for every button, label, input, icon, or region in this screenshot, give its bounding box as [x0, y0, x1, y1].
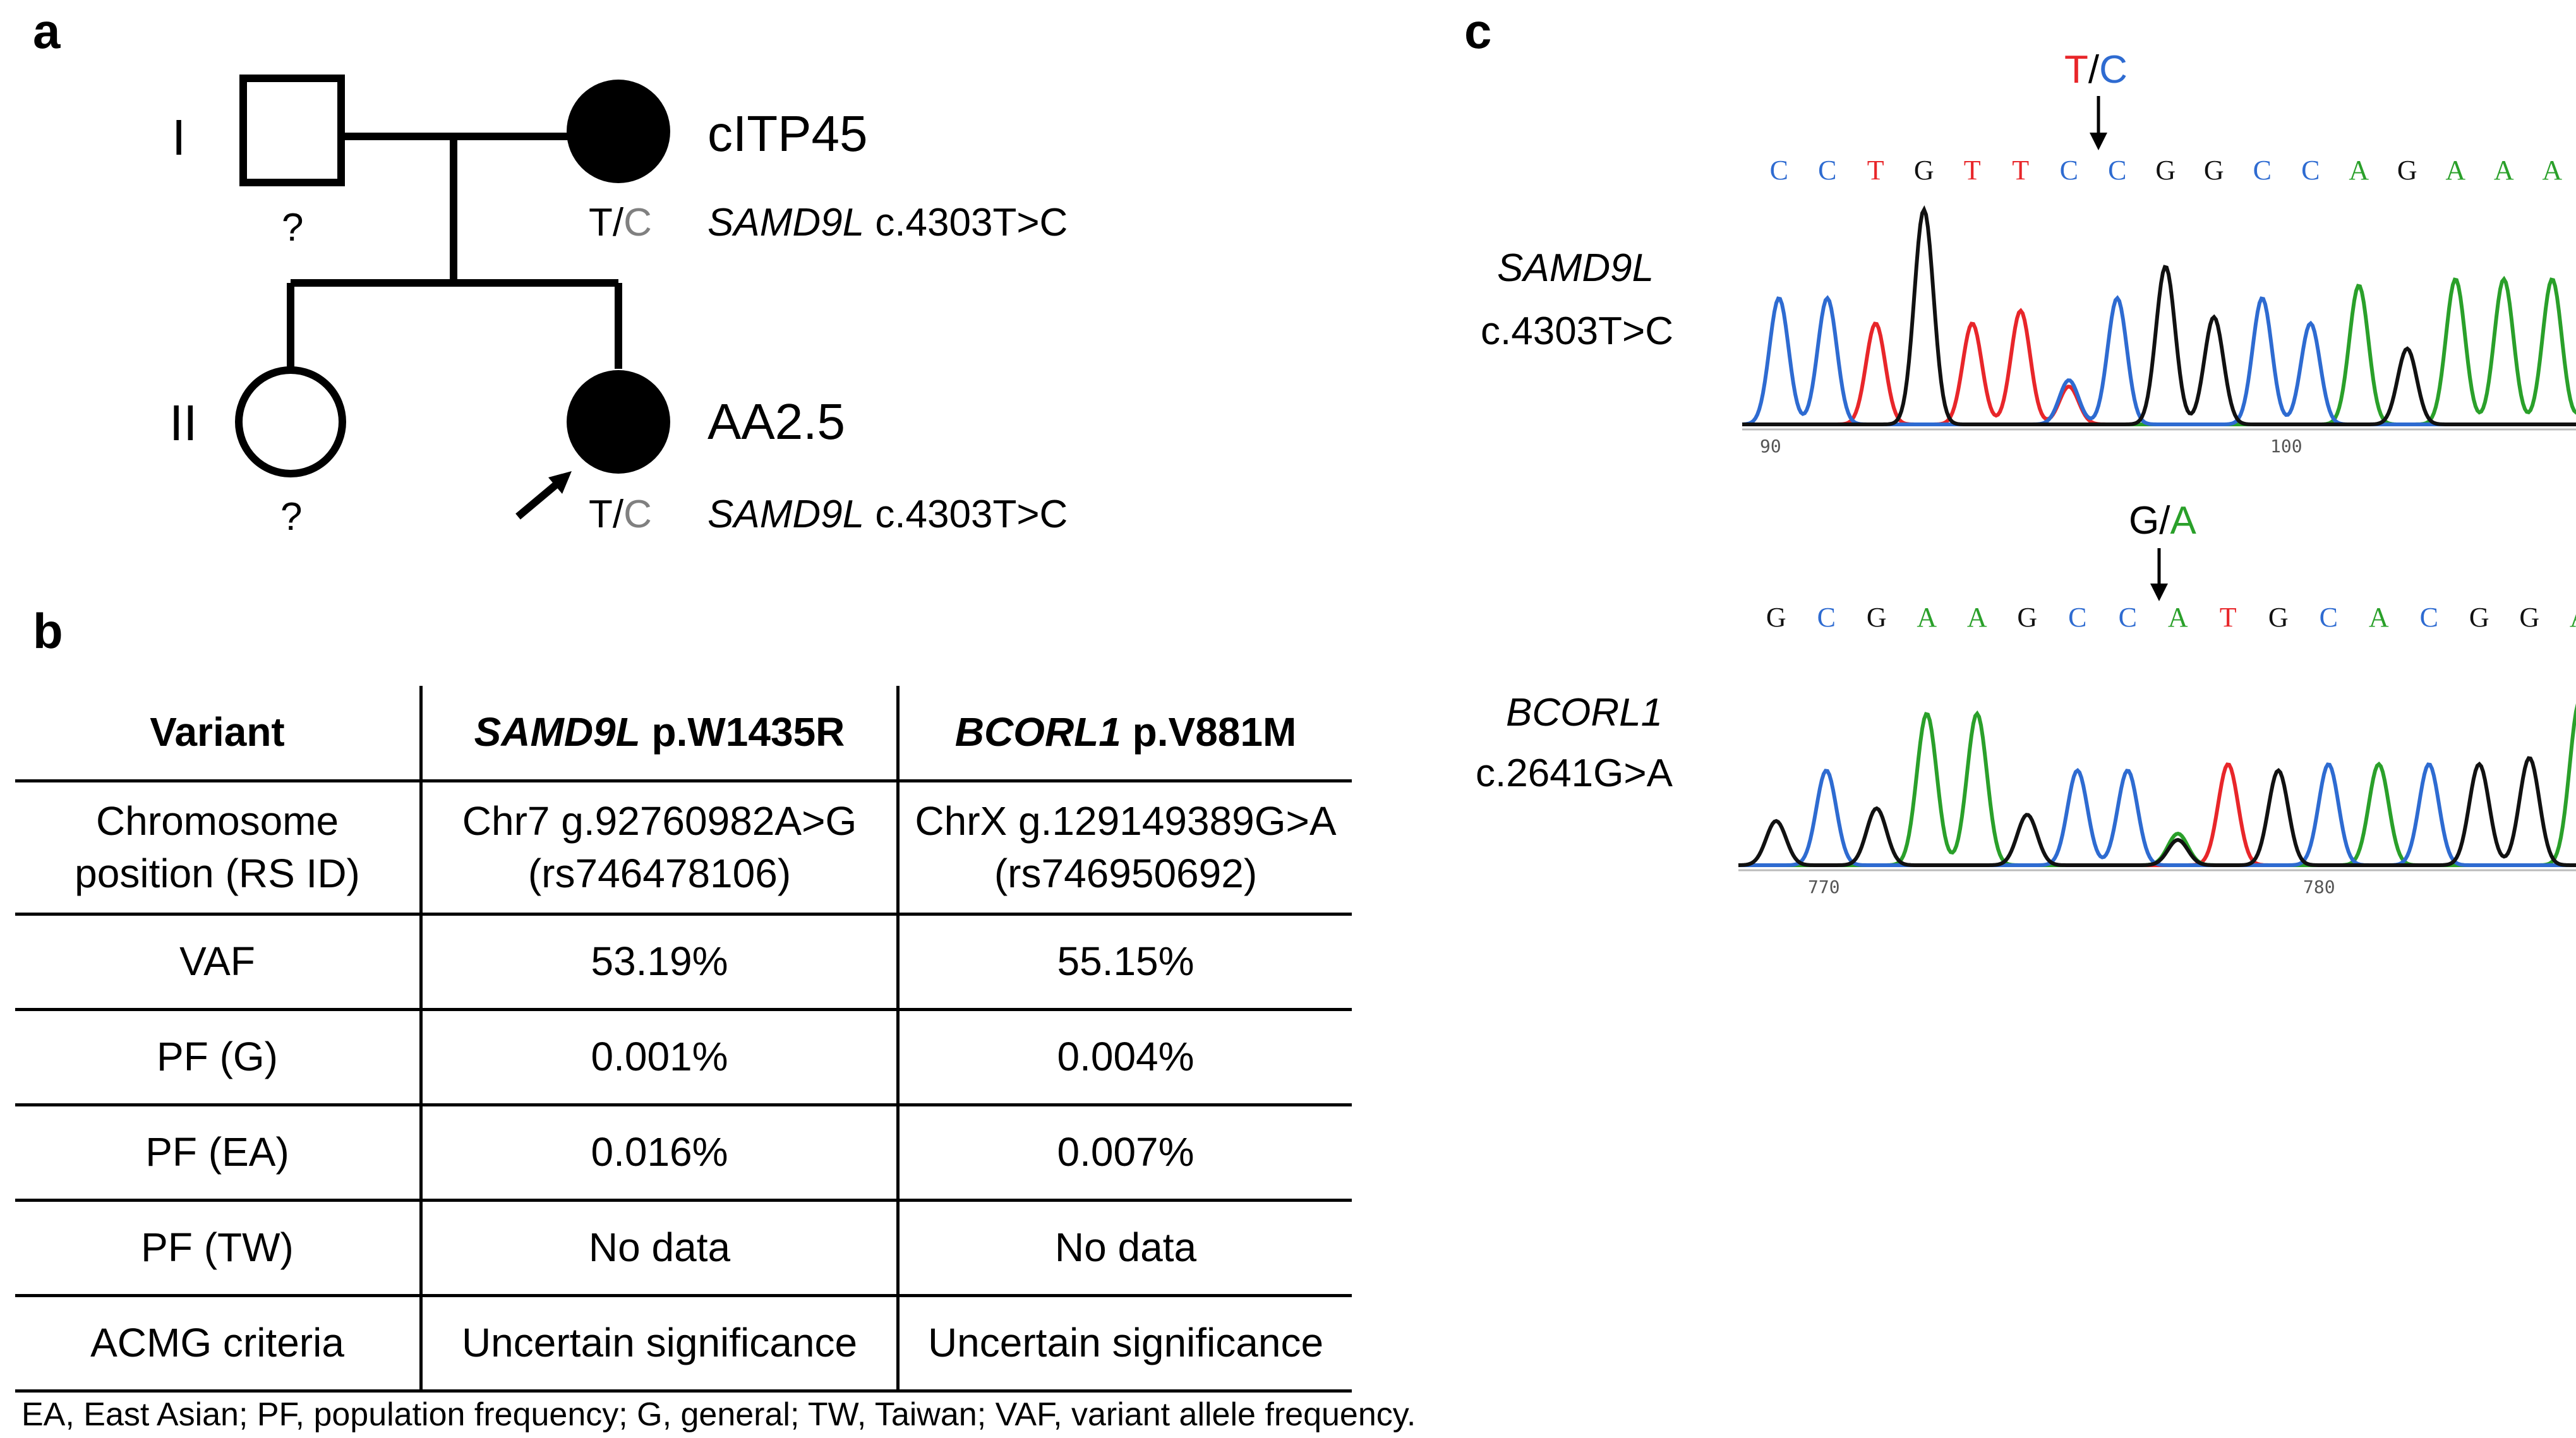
base-call: G	[2203, 155, 2224, 186]
table-footnote: EA, East Asian; PF, population frequency…	[21, 1396, 1416, 1433]
base-call: G	[2017, 602, 2038, 633]
table-row: PF (EA) 0.016% 0.007%	[15, 1105, 1352, 1202]
base-call: C	[2319, 602, 2338, 633]
row-label-vaf: VAF	[15, 914, 421, 1011]
sister-symbol	[235, 366, 346, 477]
proband-genotype: T/C	[589, 493, 652, 536]
table-row: VAF 53.19% 55.15%	[15, 914, 1352, 1011]
base-call: G	[2519, 602, 2540, 633]
panel-label-b: b	[33, 603, 63, 659]
trace2-tick-label: 780	[2303, 877, 2335, 897]
trace1-change-label: c.4303T>C	[1481, 309, 1674, 353]
table-row: ACMG criteria Uncertain significance Unc…	[15, 1295, 1352, 1393]
base-call: G	[1766, 602, 1786, 633]
base-call: C	[2108, 155, 2127, 186]
row-label-pf-g: PF (G)	[15, 1009, 421, 1106]
base-call: T	[2219, 602, 2237, 633]
header-samd9l: SAMD9L p.W1435R	[419, 686, 898, 782]
trace1-tick-label: 90	[1760, 436, 1781, 457]
panel-label-c: c	[1464, 3, 1492, 59]
cell-bcorl1-pf-tw: No data	[896, 1200, 1352, 1297]
trace2-tick-label: 770	[1808, 877, 1840, 897]
base-call: A	[2493, 155, 2514, 186]
base-call: G	[2268, 602, 2289, 633]
base-call: A	[1966, 602, 1987, 633]
cell-samd9l-pf-ea: 0.016%	[419, 1105, 898, 1202]
proband-variant: SAMD9L c.4303T>C	[707, 493, 1068, 536]
base-call: A	[1917, 602, 1937, 633]
panel-label-a: a	[33, 3, 61, 59]
father-genotype: ?	[282, 206, 304, 249]
trace2-allele-call: G/A	[2129, 499, 2196, 542]
variant-table: Variant SAMD9L p.W1435R BCORL1 p.V881M C…	[15, 686, 1352, 1393]
trace2-base-calls: GCGAAGCCATGCACGGA	[1751, 601, 2576, 633]
generation-label-1: I	[172, 109, 186, 165]
base-call: C	[2118, 602, 2137, 633]
cell-bcorl1-acmg: Uncertain significance	[896, 1295, 1352, 1393]
cell-samd9l-position: Chr7 g.92760982A>G(rs746478106)	[419, 781, 898, 916]
cell-bcorl1-pf-g: 0.004%	[896, 1009, 1352, 1106]
base-call: C	[2253, 155, 2272, 186]
generation-label-2: II	[169, 395, 198, 451]
base-call: C	[2059, 155, 2078, 186]
base-call: C	[1817, 602, 1836, 633]
base-call: G	[2469, 602, 2489, 633]
table-header-row: Variant SAMD9L p.W1435R BCORL1 p.V881M	[15, 686, 1352, 782]
cell-samd9l-pf-tw: No data	[419, 1200, 898, 1297]
table-row: PF (TW) No data No data	[15, 1200, 1352, 1297]
base-call: A	[2542, 155, 2563, 186]
trace2-gene-label: BCORL1	[1506, 691, 1663, 734]
cell-samd9l-vaf: 53.19%	[419, 914, 898, 1011]
row-label-pf-ea: PF (EA)	[15, 1105, 421, 1202]
base-call: G	[2155, 155, 2176, 186]
base-call: A	[2555, 601, 2576, 633]
trace1-base-calls: CCTGTTCCGGCCAGAAAA	[1755, 154, 2576, 186]
proband-id: AA2.5	[707, 393, 845, 450]
cell-bcorl1-pf-ea: 0.007%	[896, 1105, 1352, 1202]
base-call: A	[2349, 155, 2369, 186]
trace1-allele-call: T/C	[2064, 48, 2128, 92]
base-call: T	[2012, 155, 2030, 186]
trace1-gene-label: SAMD9L	[1497, 246, 1654, 290]
proband-arrow	[515, 471, 572, 520]
base-call: A	[2445, 155, 2466, 186]
row-label-acmg: ACMG criteria	[15, 1295, 421, 1393]
cell-bcorl1-vaf: 55.15%	[896, 914, 1352, 1011]
base-call: T	[1963, 155, 1981, 186]
mother-symbol	[567, 80, 670, 183]
cell-bcorl1-position: ChrX g.129149389G>A(rs746950692)	[896, 781, 1352, 916]
cell-samd9l-pf-g: 0.001%	[419, 1009, 898, 1106]
header-variant: Variant	[15, 686, 421, 782]
mother-genotype: T/C	[589, 201, 652, 244]
base-call: C	[2301, 155, 2320, 186]
base-call: G	[1913, 155, 1934, 186]
trace1-tick-label: 100	[2270, 436, 2302, 457]
base-call: A	[2368, 602, 2389, 633]
proband-symbol	[567, 370, 670, 474]
base-call: A	[2167, 602, 2188, 633]
base-call: C	[2419, 602, 2438, 633]
sister-genotype: ?	[280, 495, 303, 539]
base-call: C	[1818, 155, 1837, 186]
trace2-change-label: c.2641G>A	[1476, 752, 1673, 795]
base-call: G	[1866, 602, 1887, 633]
base-call: G	[2397, 155, 2417, 186]
base-call: C	[2068, 602, 2087, 633]
father-symbol	[239, 75, 345, 186]
cell-samd9l-acmg: Uncertain significance	[419, 1295, 898, 1393]
mother-variant: SAMD9L c.4303T>C	[707, 201, 1068, 244]
table-row: PF (G) 0.001% 0.004%	[15, 1009, 1352, 1106]
base-call: C	[1769, 155, 1788, 186]
mother-id: cITP45	[707, 105, 868, 162]
header-bcorl1: BCORL1 p.V881M	[896, 686, 1352, 782]
base-call: T	[1867, 155, 1884, 186]
row-label-pf-tw: PF (TW)	[15, 1200, 421, 1297]
